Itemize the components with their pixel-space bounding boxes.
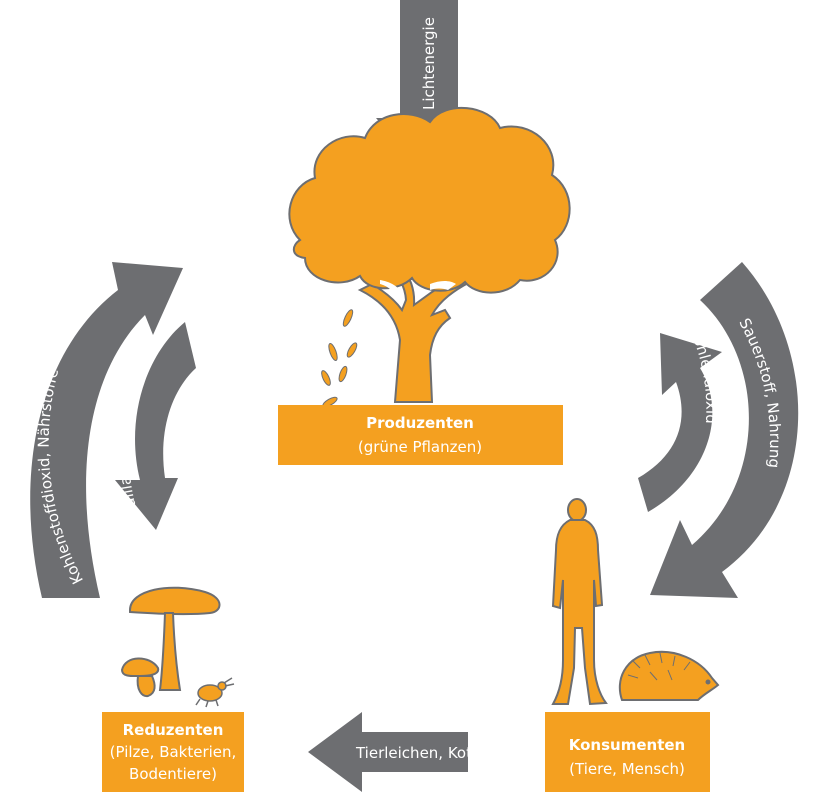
reduzenten-subtitle-line1: (Pilze, Bakterien, — [110, 743, 237, 761]
produzenten-subtitle: (grüne Pflanzen) — [358, 438, 482, 456]
konsumenten-subtitle: (Tiere, Mensch) — [569, 760, 685, 778]
reduzenten-box: Reduzenten (Pilze, Bakterien, Bodentiere… — [102, 712, 244, 792]
hedgehog-icon — [618, 650, 720, 701]
lichtenergie-label: Lichtenergie — [420, 17, 438, 110]
reduzenten-subtitle-line2: Bodentiere) — [129, 765, 217, 783]
konsumenten-box: Konsumenten (Tiere, Mensch) — [545, 712, 710, 792]
kohlenstoffdioxid-arrow: Kohlenstoffdioxid, Nährstoffe — [30, 262, 183, 598]
produzenten-title: Produzenten — [366, 414, 474, 432]
kohlendioxid-arrow: Kohlendioxid — [638, 325, 722, 512]
konsumenten-title: Konsumenten — [569, 736, 685, 754]
falllaub-arrow: Falllaub, Sauerstoff — [115, 322, 196, 530]
tierleichen-arrow: Tierleichen, Kot — [308, 712, 472, 792]
tierleichen-label: Tierleichen, Kot — [355, 744, 472, 762]
produzenten-box: Produzenten (grüne Pflanzen) — [278, 405, 563, 465]
falling-leaves-icon — [321, 309, 358, 408]
sauerstoff-nahrung-arrow: Sauerstoff, Nahrung — [650, 262, 799, 598]
reduzenten-title: Reduzenten — [123, 721, 224, 739]
tree-crown-gaps-icon — [380, 280, 456, 298]
mushroom-icon — [129, 586, 221, 691]
person-icon — [551, 498, 608, 706]
tree-icon — [288, 106, 571, 403]
small-mushroom-icon — [120, 657, 160, 698]
beetle-icon — [195, 677, 235, 708]
